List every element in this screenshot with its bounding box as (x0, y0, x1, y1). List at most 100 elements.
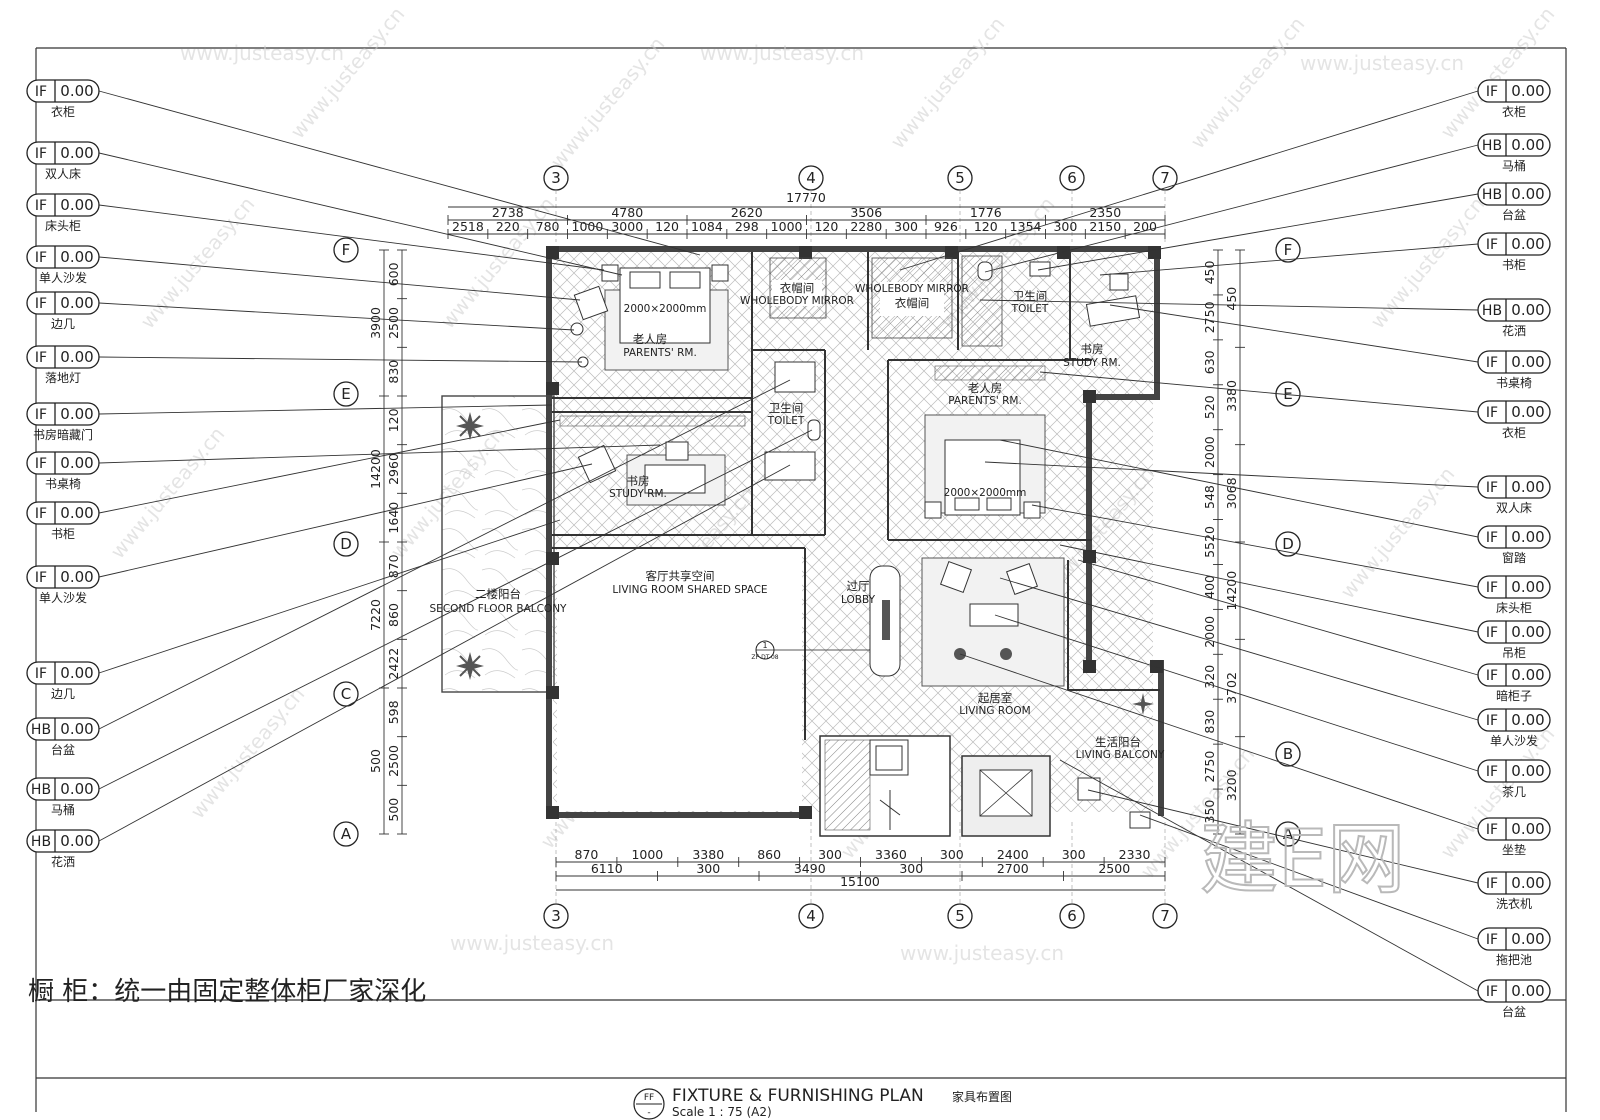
tag-value: 0.00 (60, 405, 93, 423)
toilet-1-en: TOILET (767, 415, 805, 427)
leader-line (98, 302, 575, 331)
tag-name: 书柜 (51, 527, 75, 541)
tag-code: IF (35, 296, 47, 312)
left-inner-dim-label: 600 (386, 262, 401, 286)
study-desk-1 (644, 464, 706, 494)
svg-text:A: A (1283, 825, 1294, 843)
top-total-dim: 17770 (786, 190, 826, 205)
west-wall (546, 246, 552, 818)
leader-line (98, 429, 813, 790)
right-inner-dim-label: 830 (1202, 710, 1217, 734)
nightstand-2b (1023, 501, 1041, 519)
plant-2 (456, 652, 484, 680)
top-row2-dim-label: 2280 (850, 219, 882, 234)
top-row2-dim-label: 298 (735, 219, 759, 234)
tag-name: 马桶 (1502, 158, 1526, 173)
tag-code: HB (31, 834, 51, 850)
tag-value: 0.00 (1511, 623, 1544, 641)
grid-bubble-col-5-bottom: 5 (947, 903, 973, 929)
closet-2: WHOLEBODY MIRROR 衣帽间 (855, 257, 969, 339)
tag-value: 0.00 (60, 348, 93, 366)
tag-value: 0.00 (1511, 528, 1544, 546)
tag-value: 0.00 (1511, 762, 1544, 780)
watermark-text: www.justeasy.cn (105, 422, 229, 563)
leader-line (98, 356, 583, 363)
svg-text:4: 4 (806, 907, 816, 925)
tag-name: 单人沙发 (1490, 733, 1538, 748)
tag-name: 床头柜 (45, 219, 81, 233)
grid-bubble-row-right-B: B (1275, 741, 1301, 767)
second-floor-balcony: 二楼阳台 SECOND FLOOR BALCONY (430, 412, 567, 680)
closet-1-en: WHOLEBODY MIRROR (740, 295, 854, 307)
leader-line (98, 464, 791, 842)
left-inner-dim-label: 2500 (386, 745, 401, 777)
grid-bubble-row-left-C: C (333, 681, 359, 707)
tag-code: IF (35, 198, 47, 214)
tag-name: 单人沙发 (39, 590, 87, 605)
toilet-2: 卫生间 TOILET (961, 255, 1051, 347)
floor-plan: 老人房 PARENTS' RM. 2000×2000mm 衣帽间 WHOLEBO… (430, 246, 1165, 837)
tag-code: IF (1486, 625, 1498, 641)
tag-name: 书桌椅 (1496, 376, 1532, 390)
bed-size-1: 2000×2000mm (624, 303, 707, 315)
svg-text:A: A (341, 825, 352, 843)
watermark-text: www.justeasy.cn (900, 941, 1064, 965)
left-inner-dim-label: 120 (386, 408, 401, 432)
leader-line (1077, 559, 1479, 676)
tag-code: HB (1482, 187, 1502, 203)
top-row1-dim-label: 1776 (970, 205, 1002, 220)
watermark-text: www.justeasy.cn (185, 682, 309, 823)
leader-line (1109, 304, 1479, 363)
left-outer-dim-label: 3900 (368, 307, 383, 339)
pouf-2 (1000, 648, 1012, 660)
watermark-text: www.justeasy.cn (700, 41, 864, 65)
tag-name: 花洒 (51, 854, 75, 869)
right-inner-dim-label: 320 (1202, 665, 1217, 689)
tag-name: 洗衣机 (1496, 896, 1532, 911)
plan-scale: Scale 1 : 75 (A2) (672, 1105, 772, 1119)
study-1-cn: 书房 (627, 474, 650, 488)
grid-bubble-col-6-top: 6 (1059, 165, 1085, 191)
toilet-1-cn: 卫生间 (769, 401, 804, 415)
side-table-1 (570, 322, 584, 336)
tag-value: 0.00 (1511, 403, 1544, 421)
living-shared-space: 客厅共享空间 LIVING ROOM SHARED SPACE (612, 569, 767, 596)
svg-text:B: B (1283, 745, 1293, 763)
tag-name: 床头柜 (1496, 601, 1532, 615)
tag-name: 书桌椅 (45, 477, 81, 491)
tag-value: 0.00 (1511, 301, 1544, 319)
study-room-1: 书房 STUDY RM. (559, 415, 746, 506)
top-row2-dim-label: 1354 (1010, 219, 1042, 234)
svg-text:3: 3 (551, 169, 561, 187)
grid-bubble-row-left-A: A (333, 821, 359, 847)
tag-code: IF (35, 666, 47, 682)
washing-machine (1077, 777, 1101, 801)
tag-code: IF (1486, 822, 1498, 838)
tag-value: 0.00 (1511, 711, 1544, 729)
bottom-row1-dim-label: 300 (940, 847, 964, 862)
tag-name: 花洒 (1502, 323, 1526, 338)
left-inner-dim-label: 860 (386, 603, 401, 627)
study-room-2: 书房 STUDY RM. (1063, 273, 1141, 369)
tag-code: IF (1486, 932, 1498, 948)
top-row2-dim-label: 1000 (572, 219, 604, 234)
north-wall (546, 246, 1160, 252)
bottom-row2-dim-label: 6110 (591, 861, 623, 876)
tag-code: IF (35, 570, 47, 586)
leader-line (98, 519, 561, 674)
leader-line (98, 444, 661, 464)
plan-title: FIXTURE & FURNISHING PLAN (672, 1086, 924, 1106)
svg-text:E: E (1283, 385, 1292, 403)
